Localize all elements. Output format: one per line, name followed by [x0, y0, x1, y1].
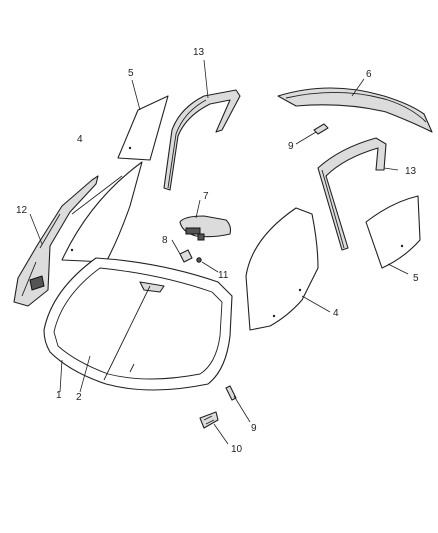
callout-windshield-inner: 2 — [76, 392, 82, 403]
rearview-mirror — [179, 215, 232, 241]
callout-labels: 1 2 4 4 5 5 6 7 8 9 9 10 11 12 13 13 — [16, 47, 419, 455]
windshield — [43, 257, 233, 391]
callout-channel-left: 13 — [193, 47, 205, 58]
callout-windshield-outer: 1 — [56, 390, 62, 401]
callout-front-door-glass-left: 4 — [77, 134, 83, 145]
clip-bottom — [225, 385, 237, 401]
quarter-glass-left — [117, 95, 169, 161]
glass-run-channel-right — [317, 137, 387, 251]
callout-channel-right: 13 — [405, 166, 417, 177]
bracket — [199, 411, 219, 429]
callout-front-door-glass-right: 4 — [333, 308, 339, 319]
callout-clip-bottom: 9 — [251, 423, 257, 434]
callout-pin: 11 — [218, 270, 229, 281]
backlight-glass — [277, 87, 433, 133]
pin — [196, 257, 202, 263]
front-door-glass-right — [245, 207, 319, 331]
callout-quarter-glass-right: 5 — [413, 273, 419, 284]
callout-weatherstrip: 12 — [16, 205, 28, 216]
button — [179, 249, 193, 263]
front-door-glass-left — [61, 161, 143, 263]
callout-backlight: 6 — [366, 69, 372, 80]
leader-lines — [29, 59, 409, 445]
callout-mirror: 7 — [203, 191, 209, 202]
glass-run-channel-left — [163, 89, 241, 191]
callout-bracket: 10 — [231, 444, 243, 455]
callout-quarter-glass-left: 5 — [128, 68, 134, 79]
callout-button: 8 — [162, 235, 168, 246]
weatherstrip-a-pillar — [13, 175, 99, 307]
clip-top — [313, 123, 329, 135]
callout-clip-top: 9 — [288, 141, 294, 152]
quarter-glass-right — [365, 195, 421, 269]
